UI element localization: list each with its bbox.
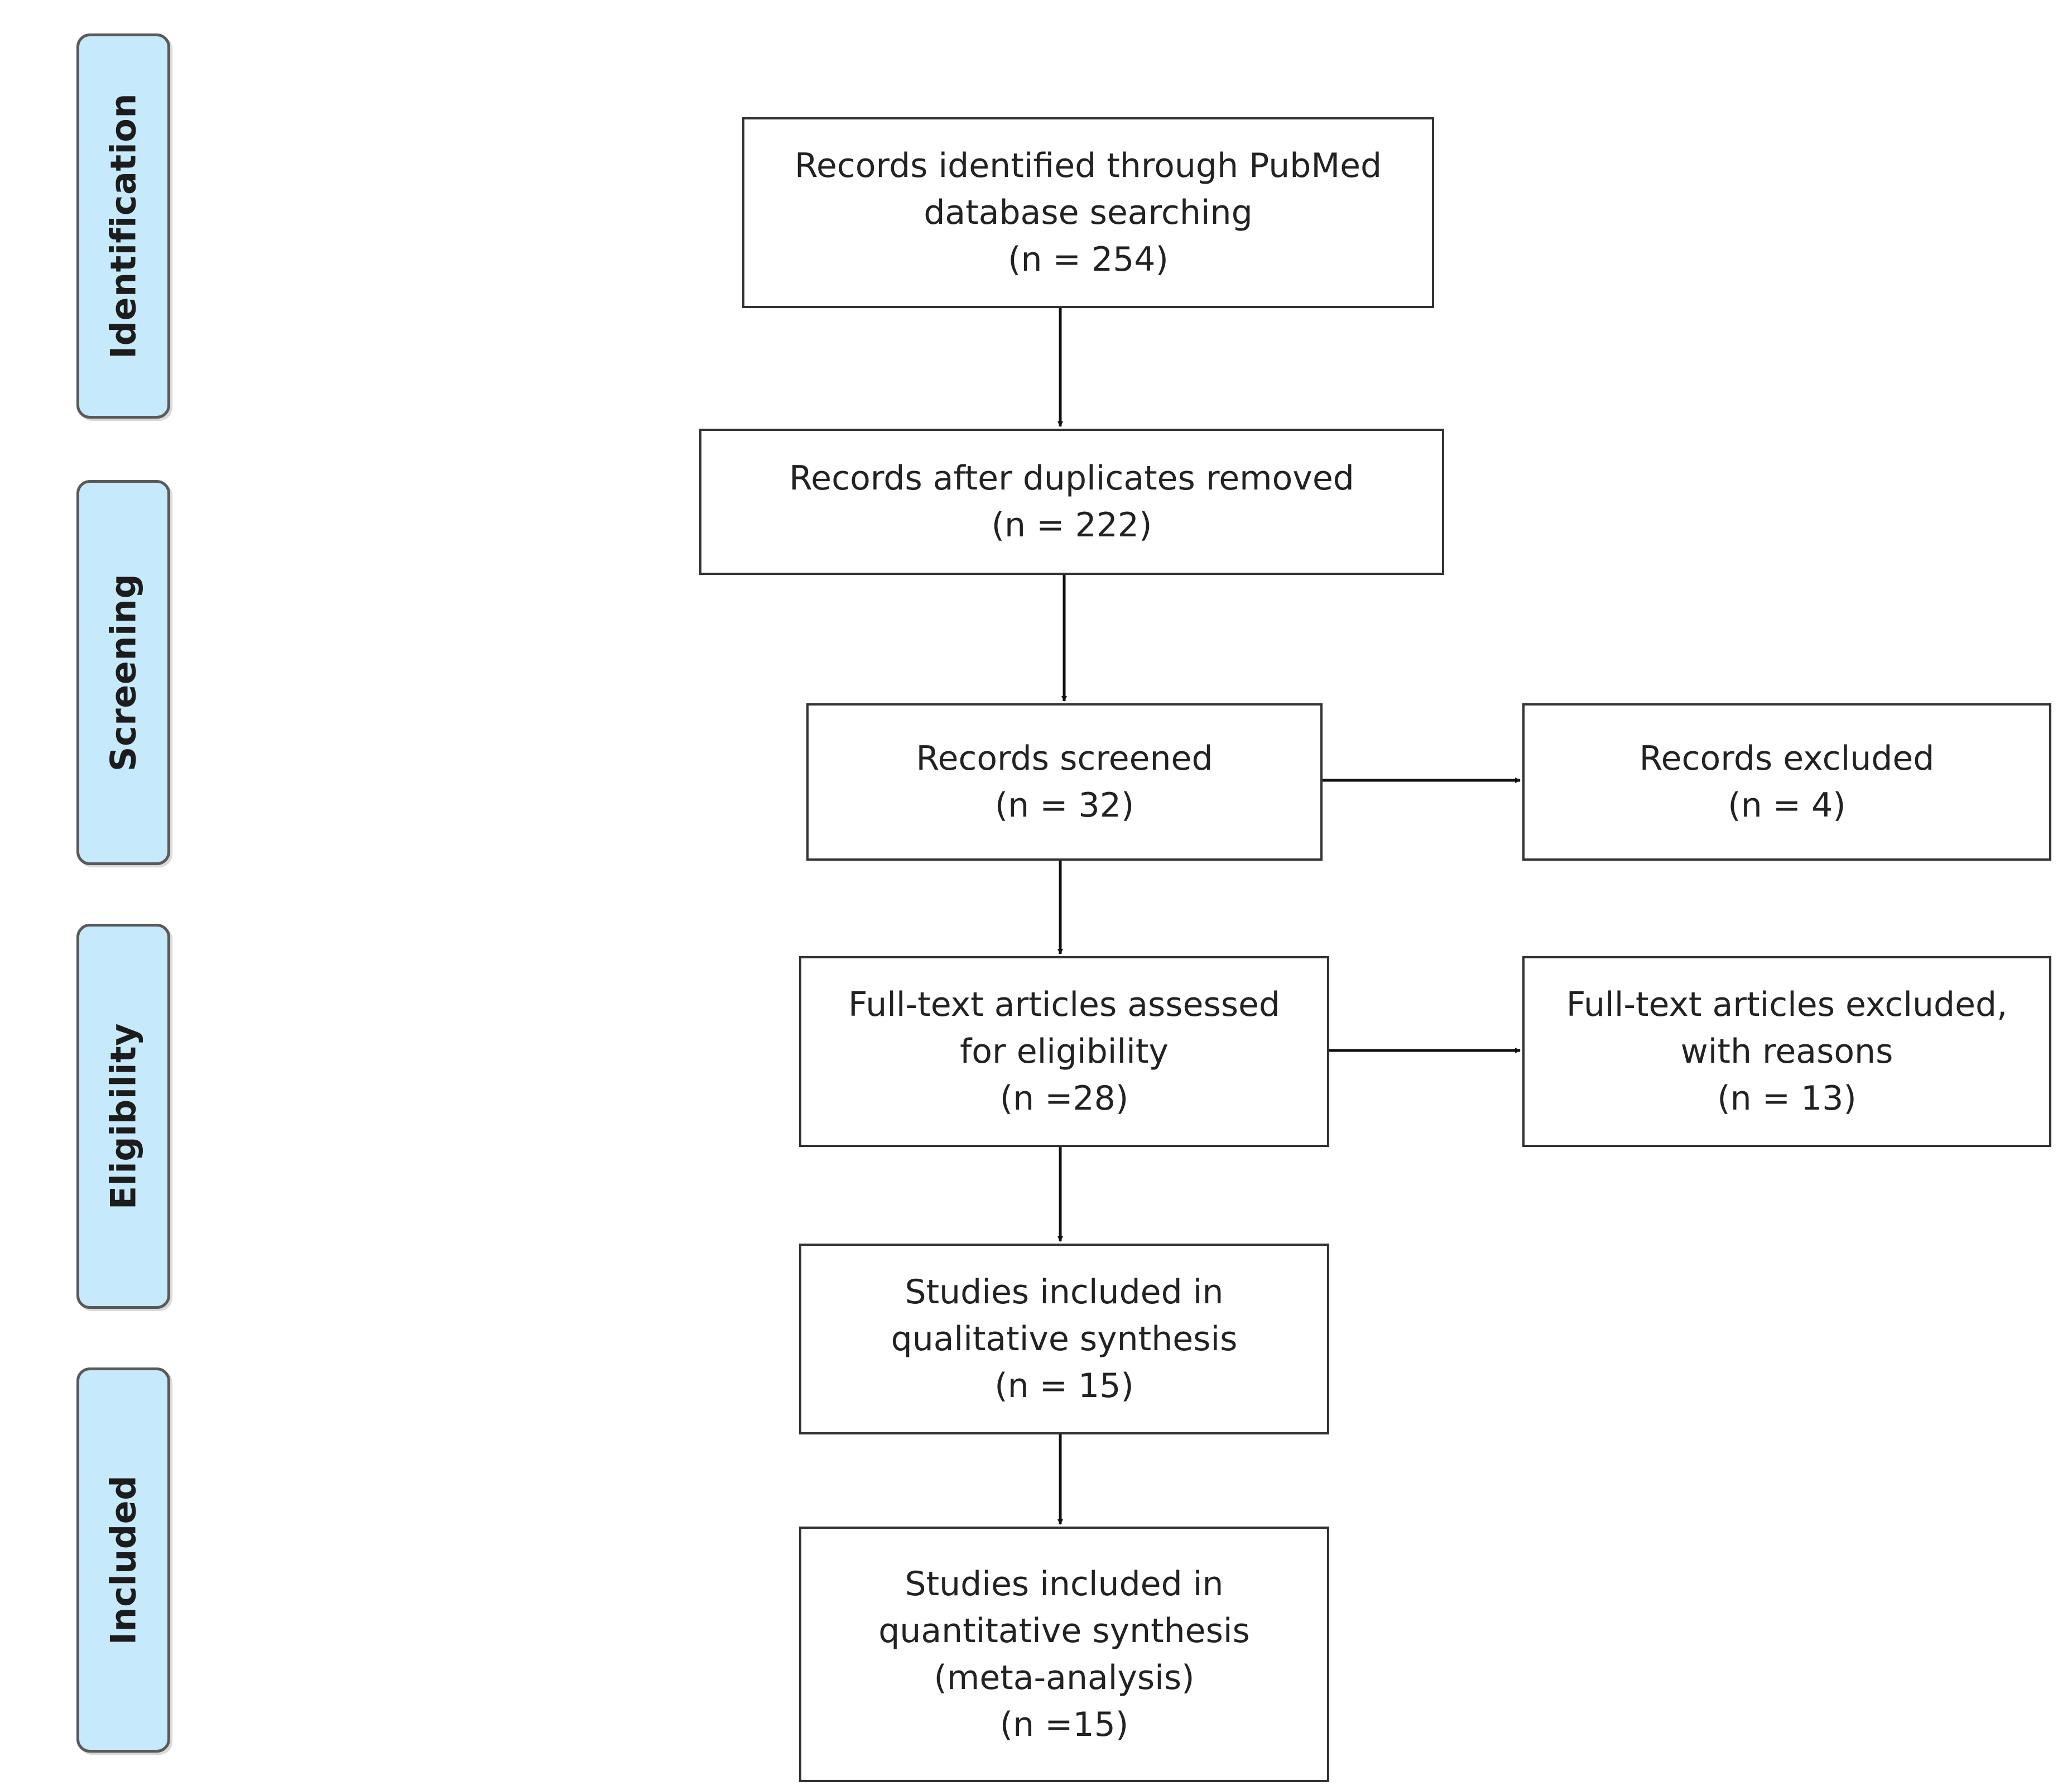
records-screened-box: Records screened (n = 32): [806, 703, 1323, 861]
qualitative-synthesis-line-1: Studies included in: [905, 1273, 1224, 1312]
duplicates-removed-line-1: Records after duplicates removed: [789, 459, 1354, 498]
stage-included: Included: [76, 1367, 170, 1753]
fulltext-excluded-box: Full-text articles excluded, with reason…: [1522, 956, 2051, 1147]
records-identified-box: Records identified through PubMed databa…: [742, 117, 1434, 308]
stage-identification: Identification: [76, 33, 170, 419]
stage-screening: Screening: [76, 480, 170, 865]
quantitative-synthesis-box: Studies included in quantitative synthes…: [799, 1527, 1329, 1782]
records-identified-line-2: database searching: [924, 193, 1253, 232]
quantitative-synthesis-line-2: quantitative synthesis: [878, 1611, 1250, 1650]
records-excluded-box: Records excluded (n = 4): [1522, 703, 2051, 861]
fulltext-assessed-count: (n =28): [999, 1079, 1129, 1118]
qualitative-synthesis-line-2: qualitative synthesis: [891, 1319, 1238, 1359]
fulltext-excluded-line-2: with reasons: [1680, 1032, 1893, 1071]
quantitative-synthesis-line-1: Studies included in: [905, 1565, 1224, 1604]
qualitative-synthesis-box: Studies included in qualitative synthesi…: [799, 1244, 1329, 1434]
records-identified-count: (n = 254): [1008, 240, 1169, 279]
stage-eligibility: Eligibility: [76, 924, 170, 1309]
duplicates-removed-count: (n = 222): [991, 506, 1152, 545]
records-identified-line-1: Records identified through PubMed: [794, 146, 1382, 185]
records-screened-line-1: Records screened: [916, 739, 1213, 778]
quantitative-synthesis-line-3: (meta-analysis): [934, 1658, 1195, 1697]
qualitative-synthesis-count: (n = 15): [994, 1366, 1134, 1405]
records-screened-count: (n = 32): [994, 786, 1134, 825]
duplicates-removed-box: Records after duplicates removed (n = 22…: [699, 429, 1444, 575]
records-excluded-line-1: Records excluded: [1639, 739, 1935, 778]
fulltext-assessed-line-2: for eligibility: [960, 1032, 1169, 1071]
fulltext-assessed-box: Full-text articles assessed for eligibil…: [799, 956, 1329, 1147]
records-excluded-count: (n = 4): [1728, 786, 1846, 825]
fulltext-excluded-count: (n = 13): [1717, 1079, 1857, 1118]
fulltext-assessed-line-1: Full-text articles assessed: [848, 985, 1280, 1024]
quantitative-synthesis-count: (n =15): [999, 1705, 1129, 1744]
fulltext-excluded-line-1: Full-text articles excluded,: [1566, 985, 2008, 1024]
